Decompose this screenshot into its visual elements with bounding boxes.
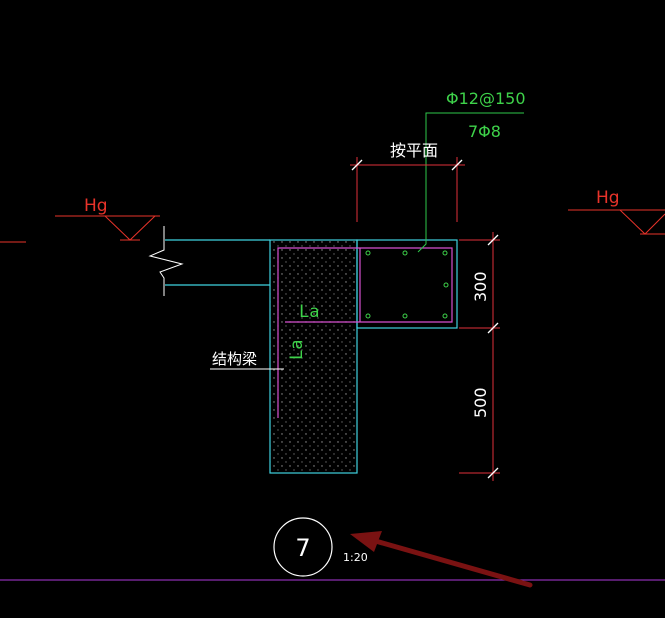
detail-scale: 1:20 (343, 551, 368, 564)
rebar-dots (365, 250, 449, 319)
elevation-label-left: Hg (84, 196, 108, 216)
elevation-mark-left: Hg (0, 196, 160, 243)
rebar-callout: Φ12@150 7Φ8 (417, 89, 526, 253)
rebar-count-label: 7Φ8 (468, 122, 501, 141)
elevation-mark-right: Hg (568, 188, 665, 235)
structural-beam-label: 结构梁 (212, 350, 257, 368)
rebar-lines (277, 247, 453, 418)
break-line (148, 226, 184, 296)
vertical-dimension: 300 500 (459, 232, 500, 481)
detail-bubble (273, 517, 333, 577)
dimension-lower-label: 500 (471, 387, 490, 418)
arrow-head-icon (350, 531, 382, 552)
ledge-section (356, 239, 458, 329)
anchor-horizontal-label: La (299, 302, 319, 322)
structural-beam-callout: 结构梁 (210, 350, 284, 370)
annotation-arrow (350, 531, 533, 588)
dimension-upper-label: 300 (471, 271, 490, 302)
width-note-label: 按平面 (390, 141, 438, 160)
width-dimension: 按平面 (350, 141, 465, 222)
rebar-spacing-label: Φ12@150 (446, 89, 526, 108)
structural-beam-section (269, 239, 358, 474)
elevation-label-right: Hg (596, 188, 620, 208)
detail-number: 7 (295, 534, 310, 562)
detail-marker: 7 1:20 (273, 517, 368, 577)
anchor-vertical-label: La (287, 340, 307, 360)
slab-outline (148, 226, 270, 296)
